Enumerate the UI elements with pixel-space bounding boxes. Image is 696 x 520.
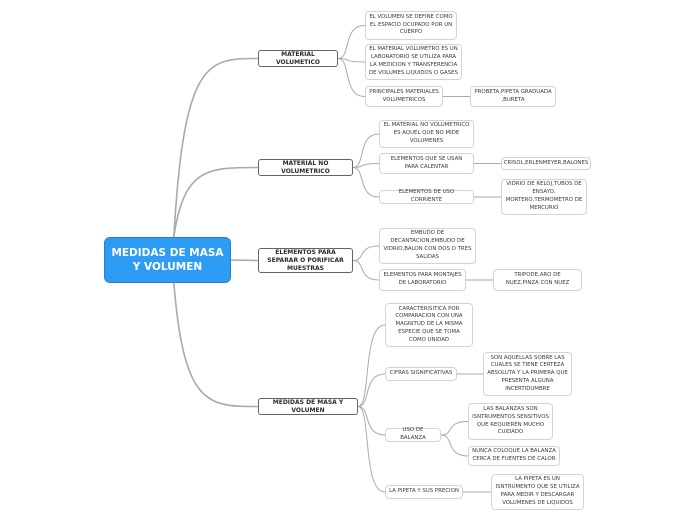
subtopic-label: ELEMENTOS DE USO CORRIENTE bbox=[398, 189, 455, 203]
central-topic[interactable]: MEDIDAS DE MASA Y VOLUMEN bbox=[104, 237, 231, 283]
connector-root-branch-2 bbox=[230, 259, 259, 262]
topic-label: MATERIAL VOLUMETICO bbox=[275, 50, 321, 66]
subtopic-label: PRINCIPALES MATERIALES VOLUMETRICOS bbox=[369, 88, 439, 103]
topic-label: MATERIAL NO VOLUMETRICO bbox=[281, 159, 330, 175]
subtopic-definicion-no-volumetrico[interactable]: EL MATERIAL NO VOLUMETRICO ES AQUEL QUE … bbox=[379, 120, 474, 148]
detail-balanzas-sensitivas[interactable]: LAS BALANZAS SON ISNTRUMENTOS SENSITIVOS… bbox=[468, 403, 553, 440]
subtopic-caracteristica-comparacion[interactable]: CARACTERISITICA POR COMPARACION CON UNA … bbox=[385, 303, 473, 347]
subtopic-embudos[interactable]: EMBUDO DE DECANTACION,EMBUDO DE VIDRIO,B… bbox=[379, 228, 476, 264]
connector-sub-3-2-detail-0 bbox=[440, 421, 469, 436]
connector-branch-0-sub-1 bbox=[337, 58, 366, 63]
subtopic-material-volumetro[interactable]: EL MATERIAL VOLUMETRO ES UN LABORATORIO … bbox=[365, 44, 462, 80]
subtopic-label: USO DE BALANZA bbox=[400, 427, 426, 441]
detail-label: CRISOL,ERLENMEYER,BALONES bbox=[503, 159, 589, 166]
subtopic-uso-corriente[interactable]: ELEMENTOS DE USO CORRIENTE bbox=[379, 189, 474, 204]
connector-root-branch-1 bbox=[173, 166, 259, 238]
connector-branch-3-sub-3 bbox=[357, 406, 386, 493]
subtopic-elementos-montajes[interactable]: ELEMENTOS PARA MONTAJES DE LABORATORIO bbox=[379, 269, 466, 291]
detail-balanza-calor[interactable]: NUNCA COLOQUE LA BALANZA CERCA DE FUENTE… bbox=[468, 446, 560, 466]
detail-cifras-definicion[interactable]: SON AQUELLAS SOBRE LAS CUALES SE TIENE C… bbox=[483, 352, 572, 396]
detail-pipeta-definicion[interactable]: LA PIPETA ES UN ISNTRUMENTO QUE SE UTILI… bbox=[491, 474, 584, 510]
detail-crisol-erlenmeyer[interactable]: CRISOL,ERLENMEYER,BALONES bbox=[501, 157, 591, 170]
detail-label: SON AQUELLAS SOBRE LAS CUALES SE TIENE C… bbox=[487, 354, 568, 392]
detail-vidrio-reloj[interactable]: VIDRIO DE RELOJ,TUBOS DE ENSAYO, MORTERO… bbox=[501, 179, 587, 215]
connector-sub-3-2-detail-1 bbox=[440, 434, 469, 457]
topic-label: ELEMENTOS PARA SEPARAR O PORIFICAR MUEST… bbox=[267, 248, 344, 272]
subtopic-label: CIFRAS SIGNIFICATIVAS bbox=[389, 370, 453, 377]
connector-branch-1-sub-2 bbox=[352, 167, 380, 198]
connector-root-branch-3 bbox=[173, 282, 259, 408]
connector-branch-0-sub-2 bbox=[337, 58, 366, 97]
subtopic-principales-materiales[interactable]: PRINCIPALES MATERIALES VOLUMETRICOS bbox=[365, 86, 443, 107]
subtopic-label: EL VOLUMEN SE DEFINE COMO EL ESPACIO OCU… bbox=[369, 13, 453, 36]
subtopic-label: CARACTERISITICA POR COMPARACION CON UNA … bbox=[395, 305, 463, 343]
central-topic-label: MEDIDAS DE MASA Y VOLUMEN bbox=[111, 247, 224, 273]
connector-branch-3-sub-2 bbox=[357, 406, 386, 436]
detail-label: LAS BALANZAS SON ISNTRUMENTOS SENSITIVOS… bbox=[472, 405, 549, 436]
detail-label: PROBETA,PIPETA GRADUADA ,BURETA bbox=[474, 88, 552, 103]
detail-label: LA PIPETA ES UN ISNTRUMENTO QUE SE UTILI… bbox=[495, 476, 580, 506]
topic-material-no-volumetrico[interactable]: MATERIAL NO VOLUMETRICO bbox=[258, 159, 353, 176]
detail-label: TRIPODE,ARO DE NUEZ,PINZA CON NUEZ bbox=[505, 272, 570, 286]
topic-medidas-masa-volumen[interactable]: MEDIDAS DE MASA Y VOLUMEN bbox=[258, 398, 358, 415]
connector-branch-3-sub-0 bbox=[357, 324, 386, 407]
subtopic-definicion-volumen[interactable]: EL VOLUMEN SE DEFINE COMO EL ESPACIO OCU… bbox=[365, 11, 457, 40]
topic-elementos-separar[interactable]: ELEMENTOS PARA SEPARAR O PORIFICAR MUEST… bbox=[258, 248, 353, 273]
connector-branch-1-sub-1 bbox=[352, 163, 380, 168]
detail-label: VIDRIO DE RELOJ,TUBOS DE ENSAYO, MORTERO… bbox=[505, 181, 583, 211]
subtopic-cifras-significativas[interactable]: CIFRAS SIGNIFICATIVAS bbox=[385, 367, 457, 381]
subtopic-label: EL MATERIAL NO VOLUMETRICO ES AQUEL QUE … bbox=[383, 122, 470, 144]
subtopic-uso-balanza[interactable]: USO DE BALANZA bbox=[385, 427, 441, 442]
topic-label: MEDIDAS DE MASA Y VOLUMEN bbox=[272, 398, 344, 414]
subtopic-label: EMBUDO DE DECANTACION,EMBUDO DE VIDRIO,B… bbox=[383, 230, 472, 260]
detail-probeta-pipeta-bureta[interactable]: PROBETA,PIPETA GRADUADA ,BURETA bbox=[470, 86, 556, 107]
subtopic-label: ELEMENTOS QUE SE USAN PARA CALENTAR bbox=[390, 155, 463, 170]
subtopic-label: ELEMENTOS PARA MONTAJES DE LABORATORIO bbox=[383, 272, 462, 286]
connector-branch-0-sub-0 bbox=[337, 25, 366, 59]
topic-material-volumetico[interactable]: MATERIAL VOLUMETICO bbox=[258, 50, 338, 67]
connector-branch-3-sub-1 bbox=[357, 373, 386, 407]
connector-branch-2-sub-1 bbox=[352, 260, 380, 281]
subtopic-pipeta[interactable]: LA PIPETA Y SUS PRECION bbox=[385, 485, 463, 499]
connector-branch-2-sub-0 bbox=[352, 245, 380, 261]
subtopic-label: LA PIPETA Y SUS PRECION bbox=[389, 488, 459, 495]
subtopic-elementos-calentar[interactable]: ELEMENTOS QUE SE USAN PARA CALENTAR bbox=[379, 153, 474, 174]
detail-tripode-aro[interactable]: TRIPODE,ARO DE NUEZ,PINZA CON NUEZ bbox=[493, 269, 582, 291]
connector-root-branch-0 bbox=[173, 57, 259, 238]
detail-label: NUNCA COLOQUE LA BALANZA CERCA DE FUENTE… bbox=[472, 448, 556, 462]
subtopic-label: EL MATERIAL VOLUMETRO ES UN LABORATORIO … bbox=[369, 46, 458, 76]
connector-branch-1-sub-0 bbox=[352, 133, 380, 168]
